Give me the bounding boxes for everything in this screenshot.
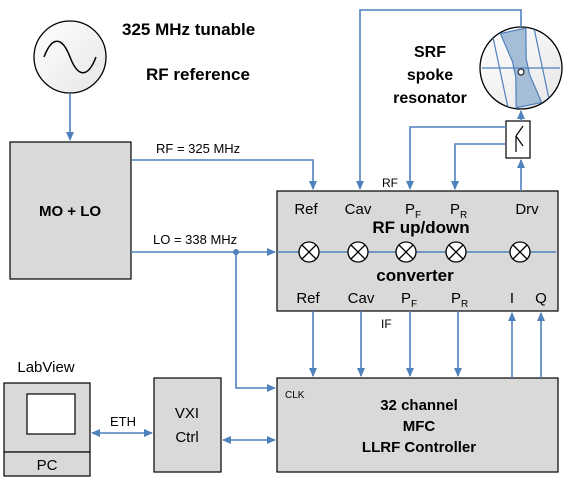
srf-resonator: SRF spoke resonator — [393, 26, 563, 110]
port-top-pf: PF — [405, 201, 421, 221]
pc-base — [3, 451, 91, 477]
mixers — [277, 241, 556, 263]
labview-label: LabView — [17, 359, 74, 376]
signal-wires: RF = 325 MHz LO = 338 MHz RF IF ETH — [66, 9, 545, 444]
resonator-label-2: spoke — [407, 67, 453, 84]
mixer-pf — [395, 241, 417, 263]
eth-label: ETH — [110, 414, 136, 429]
rf-reference-source: 325 MHz tunable RF reference — [33, 20, 255, 94]
port-bottom-ref: Ref — [296, 290, 320, 307]
screen-icon — [26, 393, 76, 435]
rf-reference-label-2: RF reference — [146, 65, 250, 84]
sine-wave-icon — [43, 40, 97, 74]
port-bottom-i: I — [510, 290, 514, 307]
mixer-cav — [347, 241, 369, 263]
port-top-pr: PR — [450, 201, 467, 221]
pc-label: PC — [37, 457, 58, 474]
port-top-ref: Ref — [294, 201, 318, 218]
if-bus-label: IF — [381, 317, 392, 331]
pc-workstation: LabView PC — [3, 359, 91, 477]
resonator-label-1: SRF — [414, 44, 446, 61]
controller-label-2: MFC — [403, 418, 436, 435]
mixer-pr — [445, 241, 467, 263]
directional-coupler — [505, 120, 531, 159]
lo-signal-label: LO = 338 MHz — [153, 232, 237, 247]
port-top-drv: Drv — [515, 201, 539, 218]
controller-label-3: LLRF Controller — [362, 439, 476, 456]
resonator-label-3: resonator — [393, 90, 467, 107]
controller-label-1: 32 channel — [380, 397, 458, 414]
rf-signal-label: RF = 325 MHz — [156, 141, 240, 156]
port-bottom-pr: PR — [451, 290, 468, 310]
clk-label: CLK — [285, 390, 305, 401]
vxi-label-1: VXI — [175, 405, 199, 422]
vxi-ctrl-box: VXI Ctrl — [153, 377, 222, 473]
port-bottom-pf: PF — [401, 290, 417, 310]
mixer-drv — [509, 241, 531, 263]
mo-lo-box: MO + LO — [9, 141, 132, 280]
rf-reference-label-1: 325 MHz tunable — [122, 20, 255, 39]
mo-lo-label: MO + LO — [39, 203, 101, 220]
llrf-controller-box: CLK 32 channel MFC LLRF Controller — [276, 377, 559, 473]
mixer-ref — [298, 241, 320, 263]
converter-subtitle: converter — [376, 266, 454, 285]
converter-title: RF up/down — [372, 218, 469, 237]
vxi-label-2: Ctrl — [175, 429, 198, 446]
port-top-cav: Cav — [345, 201, 372, 218]
rf-bus-label: RF — [382, 176, 398, 190]
port-bottom-cav: Cav — [348, 290, 375, 307]
port-bottom-q: Q — [535, 290, 547, 307]
